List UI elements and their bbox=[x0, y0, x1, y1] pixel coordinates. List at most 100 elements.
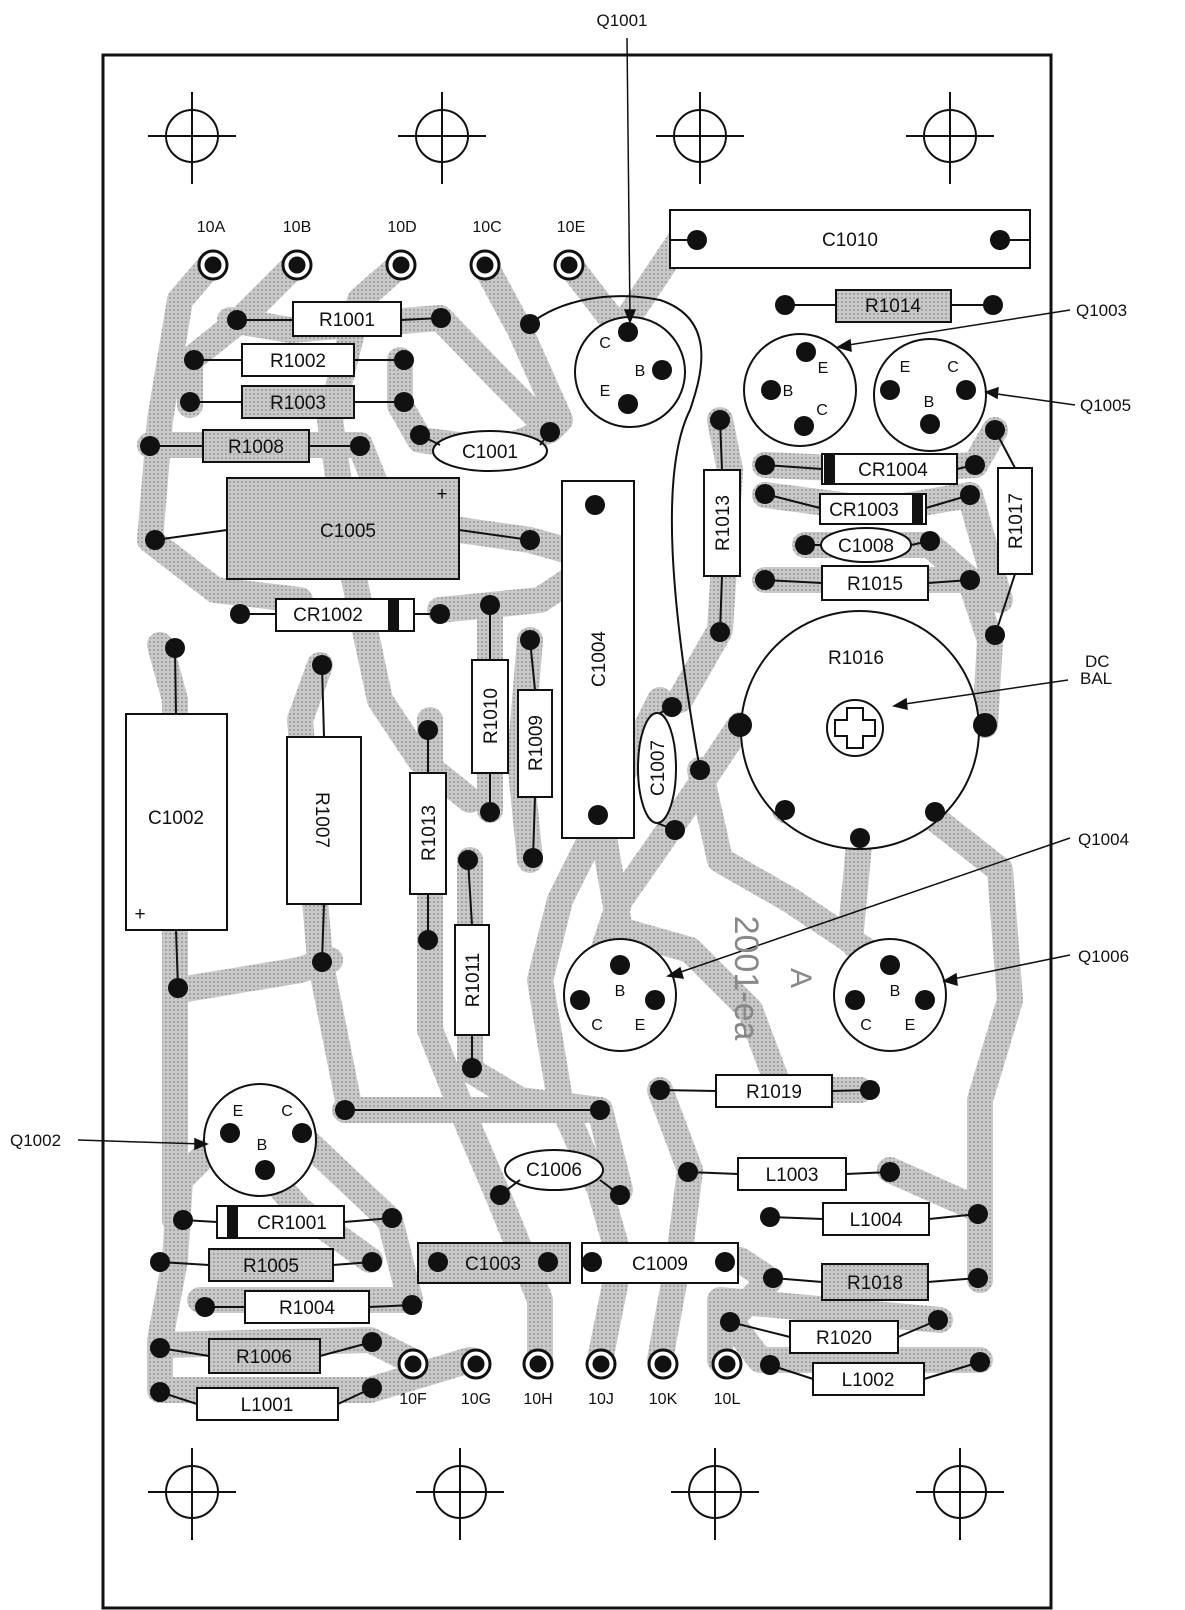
q1001-callout: Q1001 bbox=[596, 11, 647, 30]
terminal-10h-label: 10H bbox=[523, 1391, 552, 1408]
mounting-holes bbox=[148, 92, 1004, 1540]
c1005-label: C1005 bbox=[320, 521, 376, 542]
r1001-body bbox=[292, 301, 402, 337]
q1003-outline bbox=[743, 333, 857, 447]
r1004-label: R1004 bbox=[279, 1298, 335, 1319]
q1004-pin-c: C bbox=[591, 1017, 603, 1034]
q1003-pin-e: E bbox=[818, 360, 829, 377]
c1007-label: C1007 bbox=[648, 740, 669, 796]
r1009-body bbox=[517, 689, 553, 798]
r1013a-label: R1013 bbox=[713, 495, 734, 551]
terminal-10f-label: 10F bbox=[399, 1391, 427, 1408]
mounting-hole-icon bbox=[148, 92, 236, 184]
callout-labels: Q1001 Q1003 Q1005 DC BAL Q1004 Q1006 Q10… bbox=[10, 11, 1131, 1150]
c1004-label: C1004 bbox=[589, 631, 610, 687]
q1001-pin-b: B bbox=[635, 363, 646, 380]
r1020-label: R1020 bbox=[816, 1328, 872, 1349]
l1002-label: L1002 bbox=[842, 1370, 895, 1391]
q1001-pin-c: C bbox=[599, 335, 611, 352]
terminal-10e-icon bbox=[553, 249, 585, 281]
mounting-hole-icon bbox=[656, 92, 744, 184]
c1003-label: C1003 bbox=[465, 1254, 521, 1275]
c1008-label: C1008 bbox=[838, 536, 894, 557]
mounting-hole-icon bbox=[906, 92, 994, 184]
cr1001-label: CR1001 bbox=[257, 1213, 327, 1234]
r1006-body bbox=[208, 1338, 321, 1374]
q1003-callout: Q1003 bbox=[1076, 301, 1127, 320]
r1010-label: R1010 bbox=[481, 688, 502, 744]
jumper-wires bbox=[345, 295, 703, 1111]
r1018-label: R1018 bbox=[847, 1273, 903, 1294]
terminal-10j-label: 10J bbox=[588, 1391, 614, 1408]
terminal-10k-icon bbox=[647, 1348, 679, 1380]
trimmer-adjust-icon bbox=[826, 699, 884, 757]
r1008-body bbox=[202, 429, 310, 463]
terminal-10a-icon bbox=[197, 249, 229, 281]
terminal-10l-label: 10L bbox=[714, 1391, 741, 1408]
r1013b-label: R1013 bbox=[419, 805, 440, 861]
terminal-lugs bbox=[197, 249, 743, 1380]
board-marking: 2001-ea A bbox=[727, 916, 817, 1041]
cr1002-label: CR1002 bbox=[293, 605, 363, 626]
r1011-label: R1011 bbox=[463, 953, 484, 1008]
terminal-10c-label: 10C bbox=[472, 219, 501, 236]
mounting-hole-icon bbox=[416, 1448, 504, 1540]
mounting-hole-icon bbox=[398, 92, 486, 184]
r1003-label: R1003 bbox=[270, 393, 326, 414]
terminal-labels: 10A 10B 10D 10C 10E 10F 10G 10H 10J 10K … bbox=[197, 219, 741, 1408]
q1006-pin-b: B bbox=[890, 983, 901, 1000]
r1007-body bbox=[286, 736, 362, 905]
l1001-body bbox=[196, 1387, 339, 1421]
cr1002-band bbox=[388, 598, 399, 632]
r1011-body bbox=[454, 924, 490, 1036]
terminal-10c-icon bbox=[469, 249, 501, 281]
terminal-10e-label: 10E bbox=[557, 219, 585, 236]
dcbal-callout-2: BAL bbox=[1080, 669, 1112, 688]
terminal-10j-icon bbox=[585, 1348, 617, 1380]
r1004-body bbox=[244, 1290, 370, 1324]
c1001-body bbox=[432, 430, 548, 472]
c1010-label: C1010 bbox=[822, 230, 878, 251]
r1008-label: R1008 bbox=[228, 437, 284, 458]
q1004-pin-b: B bbox=[615, 983, 626, 1000]
terminal-10k-label: 10K bbox=[649, 1391, 678, 1408]
mounting-hole-icon bbox=[671, 1448, 759, 1540]
r1005-label: R1005 bbox=[243, 1256, 299, 1277]
r1015-label: R1015 bbox=[847, 574, 903, 595]
r1006-label: R1006 bbox=[236, 1347, 292, 1368]
q1003-pin-b: B bbox=[783, 383, 794, 400]
cr1003-body bbox=[819, 493, 927, 525]
component-labels: C1010 R1014 R1001 R1002 R1003 R1008 C100… bbox=[134, 230, 928, 1416]
cr1001-band bbox=[227, 1205, 238, 1239]
r1019-body bbox=[715, 1074, 833, 1108]
mounting-hole-icon bbox=[148, 1448, 236, 1540]
q1002-outline bbox=[203, 1083, 317, 1197]
q1006-pin-e: E bbox=[905, 1017, 916, 1034]
q1002-pin-e: E bbox=[233, 1103, 244, 1120]
terminal-10l-icon bbox=[711, 1348, 743, 1380]
terminal-10b-label: 10B bbox=[283, 219, 311, 236]
terminal-10b-icon bbox=[281, 249, 313, 281]
q1004-pin-e: E bbox=[635, 1017, 646, 1034]
q1006-outline bbox=[833, 938, 947, 1052]
c1002-label: C1002 bbox=[148, 808, 204, 829]
q1005-callout: Q1005 bbox=[1080, 396, 1131, 415]
terminal-10d-icon bbox=[385, 249, 417, 281]
q1001-pin-e: E bbox=[600, 383, 611, 400]
r1017-label: R1017 bbox=[1006, 493, 1027, 549]
r1014-label: R1014 bbox=[865, 296, 921, 317]
l1003-label: L1003 bbox=[766, 1165, 819, 1186]
q1005-outline bbox=[873, 338, 987, 452]
c1001-label: C1001 bbox=[462, 442, 518, 463]
q1002-callout: Q1002 bbox=[10, 1131, 61, 1150]
board-revision: A bbox=[784, 968, 817, 988]
q1005-pin-c: C bbox=[947, 359, 959, 376]
r1007-label: R1007 bbox=[311, 792, 332, 848]
r1019-label: R1019 bbox=[746, 1082, 802, 1103]
c1005-body bbox=[226, 477, 460, 580]
q1003-pin-c: C bbox=[816, 402, 828, 419]
transistor-outlines bbox=[203, 316, 987, 1197]
r1001-label: R1001 bbox=[319, 310, 375, 331]
q1006-callout: Q1006 bbox=[1078, 947, 1129, 966]
